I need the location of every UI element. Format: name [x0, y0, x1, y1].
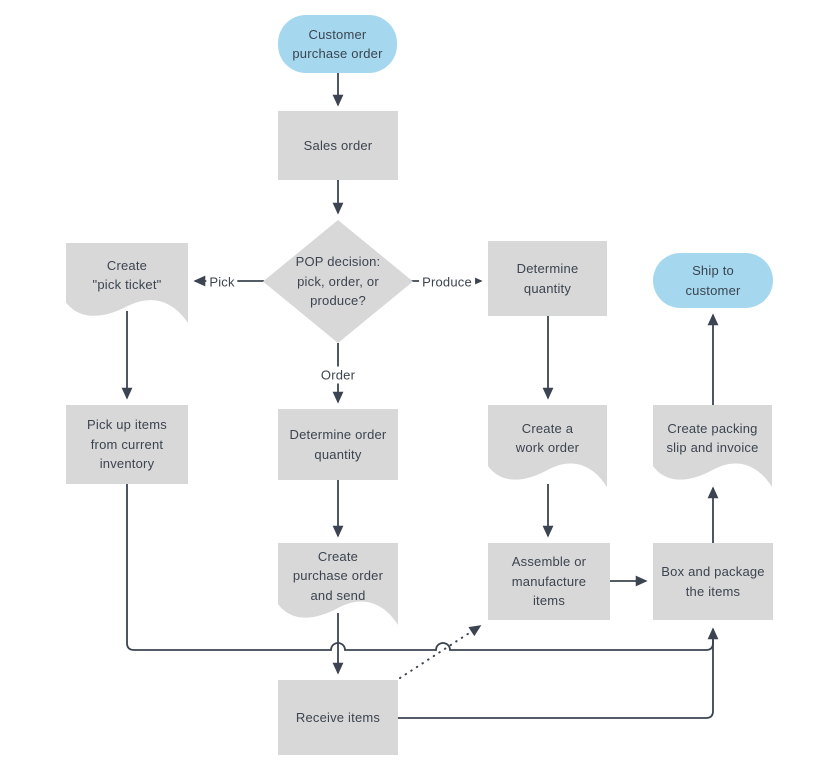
node-pick-up-items[interactable]: Pick up items from current inventory — [66, 405, 188, 484]
node-create-purchase-order[interactable]: Create purchase order and send — [278, 543, 398, 625]
node-ship-to-customer[interactable]: Ship to customer — [653, 253, 773, 308]
connector-pick-up-items-to-box — [126, 484, 714, 651]
node-label: Box and package the items — [661, 564, 765, 599]
node-label: Create purchase order and send — [292, 548, 384, 603]
edge-label-order: Order — [317, 366, 359, 384]
node-assemble-items[interactable]: Assemble or manufacture items — [488, 543, 610, 620]
document-shape — [278, 543, 398, 625]
node-label: Pick up items from current inventory — [87, 417, 167, 472]
node-label: Determine quantity — [516, 261, 579, 296]
node-label: Determine order quantity — [289, 427, 387, 462]
node-create-packing-slip[interactable]: Create packing slip and invoice — [653, 405, 772, 487]
edge-label-produce: Produce — [419, 273, 475, 291]
node-label: Sales order — [303, 137, 373, 153]
node-create-work-order[interactable]: Create a work order — [488, 405, 607, 487]
edge-label-pick: Pick — [206, 273, 238, 291]
node-label: Receive items — [295, 709, 381, 725]
node-label: Create a work order — [515, 420, 580, 456]
node-label: POP decision: pick, order, or produce? — [295, 254, 381, 309]
node-box-and-package[interactable]: Box and package the items — [653, 543, 773, 620]
document-shape — [653, 405, 772, 487]
connector-receive-items-to-box — [397, 627, 719, 719]
node-label: Ship to customer — [685, 263, 741, 298]
node-customer-purchase-order[interactable]: Customer purchase order — [278, 15, 397, 73]
diamond-shape — [263, 220, 413, 343]
node-label: Assemble or manufacture items — [511, 554, 587, 609]
node-label: Create "pick ticket" — [92, 257, 162, 293]
node-pop-decision[interactable]: POP decision: pick, order, or produce? — [263, 220, 413, 343]
node-create-pick-ticket[interactable]: Create "pick ticket" — [66, 243, 188, 323]
document-shape — [66, 243, 188, 323]
node-determine-quantity[interactable]: Determine quantity — [488, 241, 607, 316]
node-label: Customer purchase order — [292, 26, 383, 62]
connector-receive-items-to-assemble-dotted — [399, 625, 482, 679]
node-label: Create packing slip and invoice — [666, 420, 759, 456]
node-determine-order-quantity[interactable]: Determine order quantity — [278, 409, 398, 480]
document-shape — [488, 405, 607, 487]
node-receive-items[interactable]: Receive items — [278, 680, 398, 755]
node-sales-order[interactable]: Sales order — [278, 111, 398, 180]
